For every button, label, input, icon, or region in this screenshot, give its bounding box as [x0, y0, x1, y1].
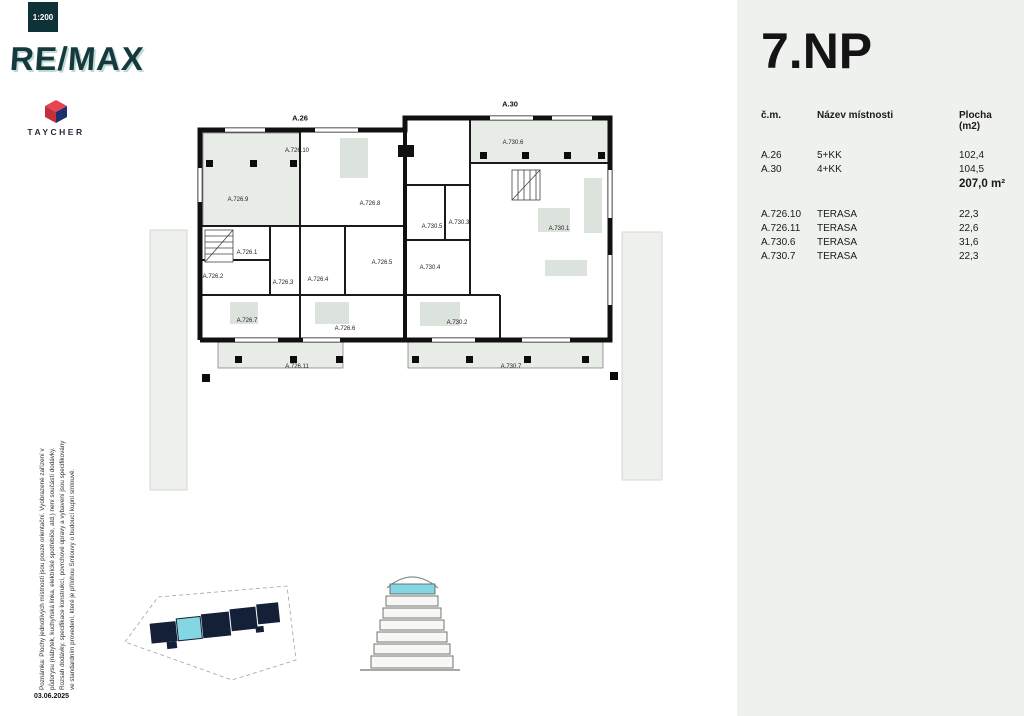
- terrace-id: A.730.6: [761, 237, 796, 248]
- unit-area: 104,5: [959, 164, 985, 175]
- site-strips: [149, 229, 663, 491]
- header-area: Plocha (m2): [959, 110, 992, 132]
- disclaimer-line: Rozsah dodávky, specifikace konstrukcí, …: [59, 440, 67, 690]
- terrace-area: 22,3: [959, 251, 979, 262]
- site-plan-thumbnail: [124, 585, 297, 681]
- terrace-columns: [202, 152, 618, 382]
- terrace-area: 22,6: [959, 223, 979, 234]
- scale-value: 1:200: [32, 12, 54, 22]
- disclaimer-line: ve standardním provedení, které je přílo…: [69, 468, 77, 690]
- terrace-area: 31,6: [959, 237, 979, 248]
- terrace-type: TERASA: [817, 237, 858, 248]
- table-total-row: 207,0 m²: [761, 178, 1006, 190]
- remax-logo: RE/MAX: [9, 40, 146, 78]
- section-thumbnail: [360, 576, 460, 671]
- table-row: A.726.11 TERASA 22,6: [761, 223, 1006, 234]
- terrace-type: TERASA: [817, 209, 858, 220]
- unit-id: A.30: [761, 164, 782, 175]
- section-floors: [370, 595, 454, 669]
- terrace-id: A.726.10: [761, 209, 802, 220]
- table-header: č.m. Název místnosti Plocha (m2): [761, 110, 1006, 132]
- table-row: A.30 4+KK 104,5: [761, 164, 1006, 175]
- floor-plan-svg: [149, 115, 663, 491]
- elevator-shaft: [398, 145, 414, 157]
- section-highlighted-floor: [389, 583, 436, 595]
- taycher-logo-text: TAYCHER: [27, 127, 85, 137]
- taycher-cube-icon: [45, 100, 67, 123]
- table-row: A.726.10 TERASA 22,3: [761, 209, 1006, 220]
- terraces: [202, 117, 611, 369]
- unit-type: 5+KK: [817, 150, 842, 161]
- unit-type: 4+KK: [817, 164, 842, 175]
- windows: [198, 116, 612, 342]
- scale-badge: 1:200: [28, 2, 58, 32]
- table-row: A.26 5+KK 102,4: [761, 150, 1006, 161]
- header-name: Název místnosti: [817, 110, 894, 121]
- table-row: A.730.7 TERASA 22,3: [761, 251, 1006, 262]
- disclaimer-text: Poznámka: Plochy jednotlivých místností …: [38, 356, 78, 690]
- info-panel: 7.NP č.m. Název místnosti Plocha (m2) A.…: [737, 0, 1024, 716]
- stairs-icon: [204, 169, 541, 263]
- area-table: č.m. Název místnosti Plocha (m2) A.26 5+…: [761, 110, 1006, 262]
- header-cm: č.m.: [761, 110, 782, 121]
- unit-id: A.26: [761, 150, 782, 161]
- total-area: 207,0 m²: [959, 178, 1006, 190]
- table-row: A.730.6 TERASA 31,6: [761, 237, 1006, 248]
- date-label: 03.06.2025: [34, 693, 70, 700]
- unit-area: 102,4: [959, 150, 985, 161]
- terrace-area: 22,3: [959, 209, 979, 220]
- terrace-id: A.730.7: [761, 251, 796, 262]
- partition-walls: [200, 118, 610, 340]
- site-building-footprint: [149, 602, 281, 650]
- taycher-logo: TAYCHER: [18, 98, 94, 137]
- remax-logo-text: RE/MAX: [8, 40, 146, 77]
- disclaimer-line: Poznámka: Plochy jednotlivých místností …: [39, 448, 46, 690]
- terrace-type: TERASA: [817, 251, 858, 262]
- terrace-id: A.726.11: [761, 223, 801, 234]
- floor-title: 7.NP: [761, 23, 873, 79]
- furniture: [230, 138, 602, 326]
- disclaimer-line: půdorysu (nábytek, kuchyňská linka, elek…: [49, 447, 57, 690]
- outer-walls: [197, 115, 613, 343]
- terrace-type: TERASA: [817, 223, 858, 234]
